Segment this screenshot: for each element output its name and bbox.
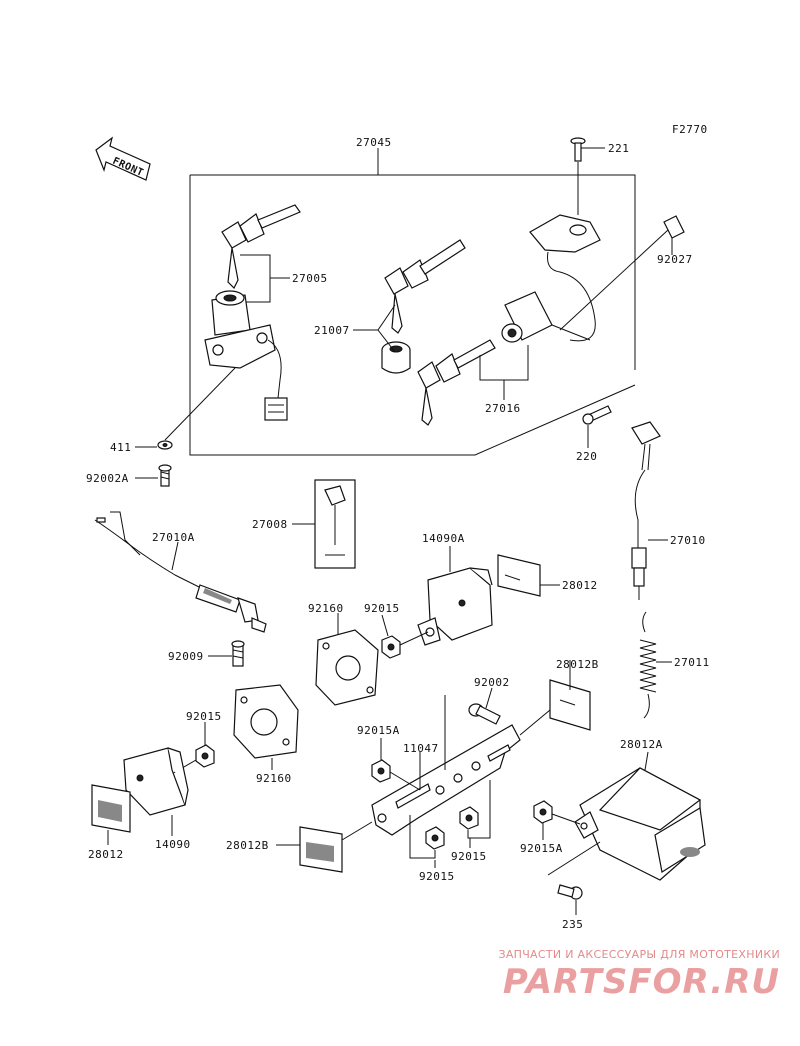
nut-92015a-mid-icon bbox=[371, 759, 391, 783]
seat-lock-bracket-icon bbox=[529, 214, 601, 342]
label-92002a: 92002A bbox=[86, 472, 129, 485]
pad-28012b-top-icon bbox=[519, 660, 591, 736]
nut-92015a-bottom-icon bbox=[533, 800, 553, 824]
pad-28012b-bottom-icon bbox=[299, 826, 343, 873]
key-tag-27008-icon bbox=[314, 479, 356, 569]
pad-28012-top-icon bbox=[497, 554, 560, 597]
bolt-235-icon bbox=[557, 884, 583, 900]
label-92027: 92027 bbox=[657, 253, 693, 266]
keys-27005-icon bbox=[221, 204, 301, 290]
watermark-logo: PARTSFOR.RU bbox=[502, 962, 780, 1002]
gasket-92160-b-icon bbox=[233, 684, 299, 759]
label-92015-b: 92015 bbox=[186, 710, 222, 723]
screw-92009-icon bbox=[231, 640, 245, 667]
label-27016: 27016 bbox=[485, 402, 521, 415]
label-235: 235 bbox=[562, 918, 583, 931]
spring-27011-icon bbox=[639, 611, 657, 719]
label-11047: 11047 bbox=[403, 742, 439, 755]
label-28012b-top: 28012B bbox=[556, 658, 599, 671]
label-92160-b: 92160 bbox=[256, 772, 292, 785]
label-28012b-bottom: 28012B bbox=[226, 839, 269, 852]
label-28012-top: 28012 bbox=[562, 579, 598, 592]
label-92160-a: 92160 bbox=[308, 602, 344, 615]
assembly-frame bbox=[189, 148, 636, 456]
bolt-92002-icon bbox=[468, 703, 501, 725]
bracket-14090a-icon bbox=[417, 567, 493, 646]
label-27010: 27010 bbox=[670, 534, 706, 547]
label-92015a-bottom: 92015A bbox=[520, 842, 563, 855]
label-27005: 27005 bbox=[292, 272, 328, 285]
label-27045: 27045 bbox=[356, 136, 392, 149]
label-221: 221 bbox=[608, 142, 629, 155]
label-92015-c: 92015 bbox=[419, 870, 455, 883]
label-411: 411 bbox=[110, 441, 131, 454]
label-28012-bottom: 28012 bbox=[88, 848, 124, 861]
label-21007: 21007 bbox=[314, 324, 350, 337]
label-27011: 27011 bbox=[674, 656, 710, 669]
keys-27016-icon bbox=[417, 339, 496, 426]
box-28012a-icon bbox=[574, 767, 706, 881]
label-92009: 92009 bbox=[168, 650, 204, 663]
label-92015-d: 92015 bbox=[451, 850, 487, 863]
switch-27010-icon bbox=[631, 421, 661, 600]
ignition-switch-icon bbox=[204, 290, 288, 421]
switch-cable-27010a-icon bbox=[94, 511, 267, 633]
screw-221-icon bbox=[570, 137, 605, 215]
label-27008: 27008 bbox=[252, 518, 288, 531]
figure-code: F2770 bbox=[672, 123, 708, 136]
lock-cylinder-icon bbox=[381, 341, 411, 374]
label-14090: 14090 bbox=[155, 838, 191, 851]
bolt-92002a-icon bbox=[158, 464, 172, 487]
keys-21007-icon bbox=[384, 239, 466, 334]
pad-28012-bottom-icon bbox=[91, 784, 131, 833]
front-arrow-icon: FRONT bbox=[95, 136, 151, 181]
nut-92015-b-icon bbox=[195, 744, 215, 768]
bracket-14090-icon bbox=[123, 747, 189, 816]
label-28012a-box: 28012A bbox=[620, 738, 663, 751]
bolt-220-icon bbox=[582, 405, 612, 425]
label-92002: 92002 bbox=[474, 676, 510, 689]
seat-lock-icon bbox=[501, 291, 591, 343]
label-14090a: 14090A bbox=[422, 532, 465, 545]
label-27010a: 27010A bbox=[152, 531, 195, 544]
washer-411-icon bbox=[157, 440, 173, 450]
label-92015a-mid: 92015A bbox=[357, 724, 400, 737]
nut-92015-a-icon bbox=[381, 635, 401, 659]
pin-92027-icon bbox=[559, 215, 685, 331]
label-92015-a: 92015 bbox=[364, 602, 400, 615]
gasket-92160-a-icon bbox=[315, 629, 379, 706]
label-220: 220 bbox=[576, 450, 597, 463]
watermark-tagline: ЗАПЧАСТИ И АКСЕССУАРЫ ДЛЯ МОТОТЕХНИКИ bbox=[498, 948, 780, 961]
nut-92015-d-icon bbox=[459, 806, 479, 830]
bracket-11047-icon bbox=[371, 724, 521, 836]
nut-92015-c-icon bbox=[425, 826, 445, 850]
